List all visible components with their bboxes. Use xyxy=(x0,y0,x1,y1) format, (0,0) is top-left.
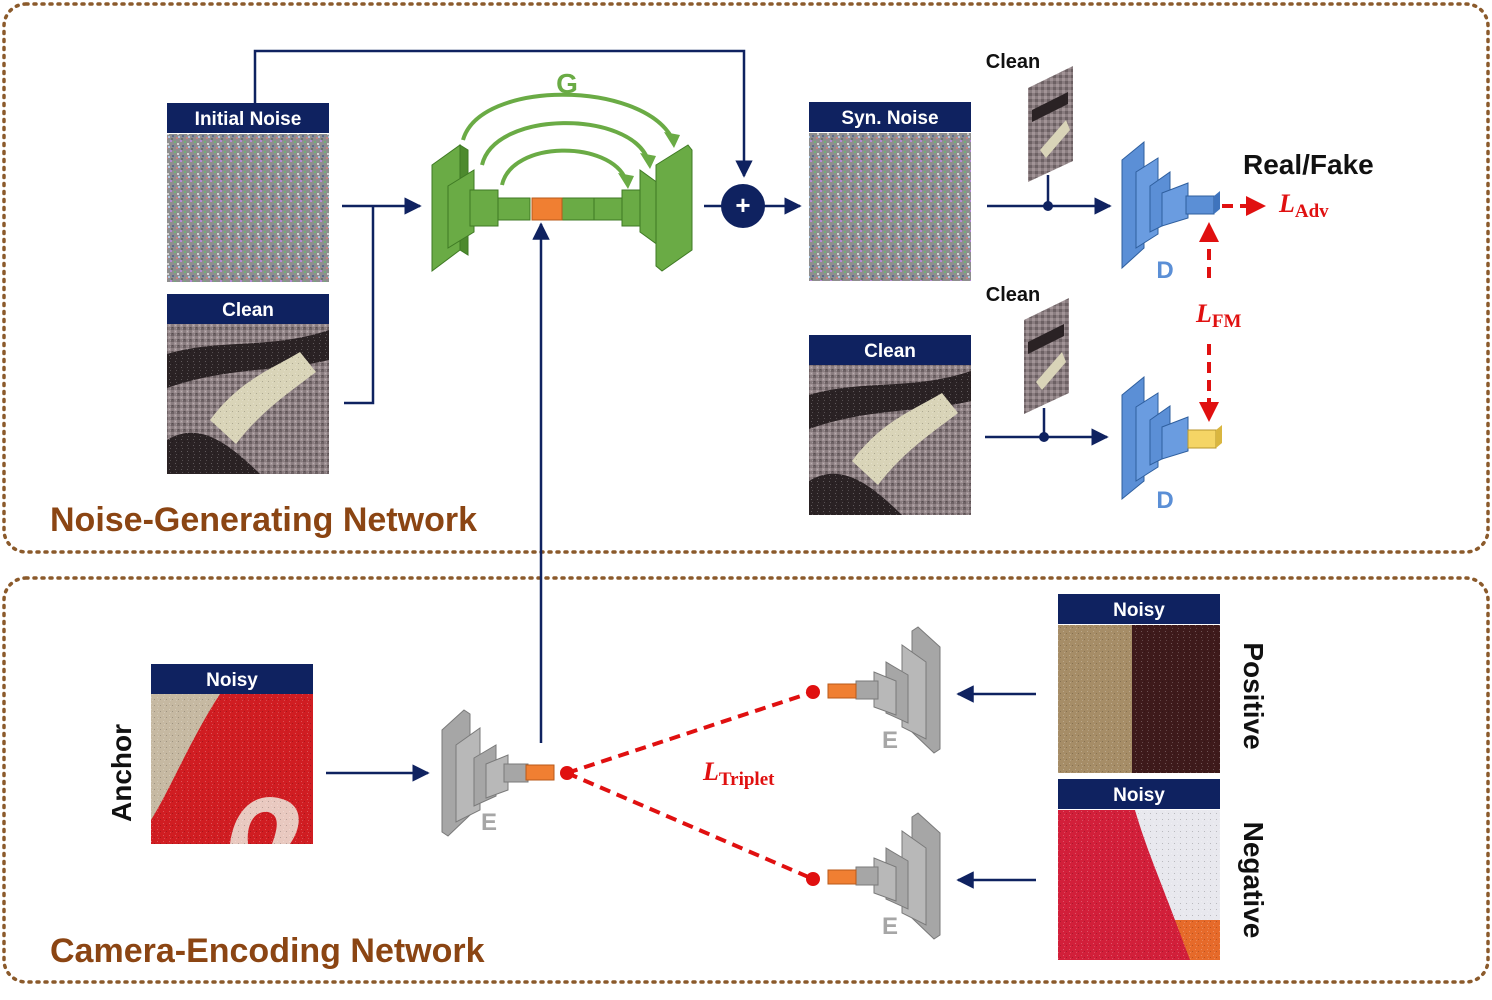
clean-patch-top-label: Clean xyxy=(986,51,1040,73)
anchor-noisy-label: Noisy xyxy=(206,670,258,691)
camera-encoding-title: Camera-Encoding Network xyxy=(50,932,485,970)
loss-adv-subscript: Adv xyxy=(1295,201,1329,222)
loss-triplet-subscript: Triplet xyxy=(719,769,775,790)
positive-label: Positive xyxy=(1238,642,1269,749)
clean-input-label: Clean xyxy=(222,300,274,321)
connectors xyxy=(253,49,1112,889)
encoder-negative: E xyxy=(827,812,941,940)
encoder-anchor-letter: E xyxy=(481,809,497,836)
generator-network: G xyxy=(431,68,693,272)
loss-triplet: LTriplet xyxy=(702,757,775,790)
discriminator-top-letter: D xyxy=(1156,257,1173,284)
discriminator-feature-block xyxy=(1187,429,1217,449)
anchor-label: Anchor xyxy=(106,724,137,822)
camera-encoding-section xyxy=(2,576,1490,984)
loss-connectors xyxy=(566,196,1266,881)
discriminator-top: D xyxy=(1121,140,1220,284)
add-operator: + xyxy=(721,184,765,228)
positive-noisy-label: Noisy xyxy=(1113,600,1165,621)
loss-adv: LAdv xyxy=(1278,189,1329,222)
junction-dot-top xyxy=(1043,201,1053,211)
loss-triplet-symbol: L xyxy=(702,757,719,786)
generator-bottleneck xyxy=(531,197,563,221)
loss-adv-symbol: L xyxy=(1278,189,1295,218)
anchor-noisy-image: Noisy xyxy=(151,664,313,844)
triplet-dot-positive xyxy=(806,685,820,699)
initial-noise-image: Initial Noise xyxy=(167,103,329,282)
encoder-positive: E xyxy=(827,626,941,754)
clean-patch-top: Clean xyxy=(986,51,1073,182)
positive-noisy-image: Noisy xyxy=(1058,594,1220,773)
noise-generating-section xyxy=(2,2,1490,554)
negative-noisy-image: Noisy xyxy=(1058,779,1220,960)
generator-letter: G xyxy=(556,68,578,99)
encoder-anchor: E xyxy=(441,709,555,837)
encoder-negative-letter: E xyxy=(882,913,898,940)
loss-fm-symbol: L xyxy=(1195,299,1212,328)
loss-fm-subscript: FM xyxy=(1212,311,1242,332)
clean-input-image: Clean xyxy=(167,294,329,474)
clean-real-label: Clean xyxy=(864,341,916,362)
loss-fm: LFM xyxy=(1195,299,1241,332)
triplet-dot-anchor xyxy=(560,766,574,780)
syn-noise-image: Syn. Noise xyxy=(809,102,971,281)
negative-label: Negative xyxy=(1238,822,1269,939)
add-symbol: + xyxy=(735,190,750,220)
real-fake-label: Real/Fake xyxy=(1243,149,1374,180)
clean-patch-bottom-label: Clean xyxy=(986,284,1040,306)
discriminator-bottom: D xyxy=(1121,375,1222,514)
initial-noise-label: Initial Noise xyxy=(195,109,302,130)
syn-noise-label: Syn. Noise xyxy=(841,108,938,129)
clean-real-image: Clean xyxy=(809,335,971,515)
noise-generating-title: Noise-Generating Network xyxy=(50,501,477,539)
negative-noisy-label: Noisy xyxy=(1113,785,1165,806)
encoder-positive-letter: E xyxy=(882,727,898,754)
triplet-dot-negative xyxy=(806,872,820,886)
junction-dot-bottom xyxy=(1039,432,1049,442)
clean-patch-bottom: Clean xyxy=(986,284,1069,414)
discriminator-bottom-letter: D xyxy=(1156,487,1173,514)
